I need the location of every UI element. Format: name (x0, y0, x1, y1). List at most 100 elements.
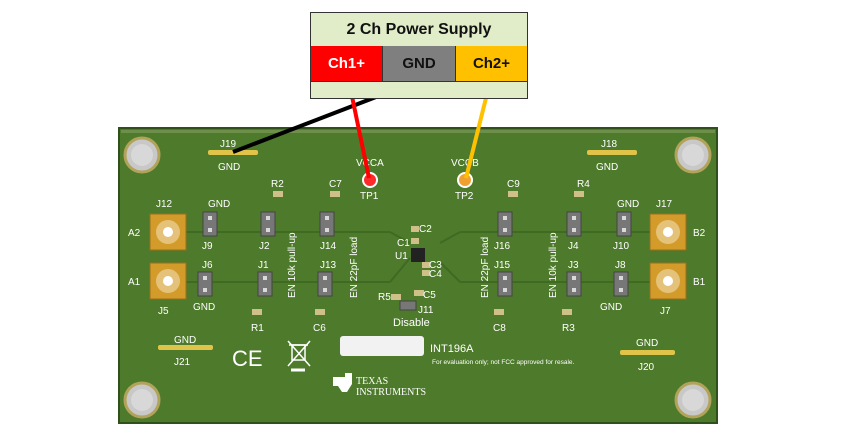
label-r4: R4 (577, 179, 590, 190)
label-j6-gnd: GND (193, 302, 215, 313)
smd-components (252, 191, 584, 315)
header-j11 (399, 300, 417, 311)
label-j14: J14 (320, 241, 337, 252)
label-j7: J7 (660, 306, 671, 317)
label-j19-gnd: GND (218, 162, 240, 173)
smd-c3 (422, 262, 430, 268)
label-c9: C9 (507, 179, 520, 190)
ch2-terminal: Ch2+ (456, 46, 527, 82)
smd-c6 (315, 309, 325, 315)
header-j1 (257, 271, 273, 297)
smd-c5 (414, 290, 424, 296)
header-j14 (319, 211, 335, 237)
smd-c7 (330, 191, 340, 197)
label-c7: C7 (329, 179, 342, 190)
label-j1: J1 (258, 260, 269, 271)
label-disable: Disable (393, 317, 430, 329)
label-en-load-right: EN 22pF load (480, 237, 491, 298)
label-j5: J5 (158, 306, 169, 317)
jumper-headers (197, 211, 632, 297)
power-supply-title: 2 Ch Power Supply (311, 13, 527, 47)
ch1-terminal: Ch1+ (311, 46, 383, 82)
label-c6: C6 (313, 323, 326, 334)
sma-j17 (649, 213, 687, 251)
header-pins (203, 216, 626, 292)
label-a1: A1 (128, 277, 141, 288)
label-c1: C1 (397, 238, 410, 249)
label-j21: J21 (174, 357, 191, 368)
gnd-terminal: GND (383, 46, 456, 82)
smd-c2 (411, 226, 419, 232)
label-tp2: TP2 (455, 191, 474, 202)
label-r3: R3 (562, 323, 575, 334)
smd-c8 (494, 309, 504, 315)
header-j8 (613, 271, 629, 297)
smd-c9 (508, 191, 518, 197)
label-vccb: VCCB (451, 158, 479, 169)
sma-connectors (149, 213, 687, 300)
board-name: INT196A (430, 343, 474, 355)
ce-mark: CE (232, 346, 263, 371)
smd-r2 (273, 191, 283, 197)
rotated-en-labels: EN 10k pull-up EN 22pF load EN 22pF load… (287, 232, 559, 298)
label-c4: C4 (429, 269, 442, 280)
label-j21-gnd: GND (174, 335, 196, 346)
silkscreen-labels: J19 GND J18 GND VCCA TP1 VCCB TP2 R2 C7 … (128, 139, 706, 373)
smd-r5 (391, 294, 401, 300)
label-j15: J15 (494, 260, 511, 271)
header-j10 (616, 211, 632, 237)
label-c8: C8 (493, 323, 506, 334)
label-a2: A2 (128, 228, 141, 239)
sma-j7 (649, 262, 687, 300)
testpoint-tp2 (457, 172, 473, 188)
header-j6 (197, 271, 213, 297)
header-j2 (260, 211, 276, 237)
label-c5: C5 (423, 290, 436, 301)
mounting-hole-br-inner (682, 389, 704, 411)
gnd-wire-j18 (587, 150, 637, 155)
board-edge-highlight (121, 130, 715, 133)
label-j6: J6 (202, 260, 213, 271)
sma-j12 (149, 213, 187, 251)
label-r2: R2 (271, 179, 284, 190)
smd-r4 (574, 191, 584, 197)
label-j9-gnd: GND (208, 199, 230, 210)
ti-logo-icon (333, 373, 352, 392)
gnd-wire-j20 (620, 350, 675, 355)
smd-c4 (422, 270, 430, 276)
label-j12: J12 (156, 199, 173, 210)
ti-logo-text-1: TEXAS (356, 376, 388, 387)
label-en-pullup-right: EN 10k pull-up (548, 232, 559, 298)
label-j20: J20 (638, 362, 655, 373)
label-r1: R1 (251, 323, 264, 334)
label-tp1: TP1 (360, 191, 379, 202)
label-en-pullup-left: EN 10k pull-up (287, 232, 298, 298)
label-j17: J17 (656, 199, 673, 210)
label-r5: R5 (378, 292, 391, 303)
label-j2: J2 (259, 241, 270, 252)
label-j3: J3 (568, 260, 579, 271)
mounting-hole-bl-inner (131, 389, 153, 411)
label-j10: J10 (613, 241, 630, 252)
label-j20-gnd: GND (636, 338, 658, 349)
label-j8-gnd: GND (600, 302, 622, 313)
header-j15 (497, 271, 513, 297)
header-j9 (202, 211, 218, 237)
label-b2: B2 (693, 228, 706, 239)
sma-j5 (149, 262, 187, 300)
label-c2: C2 (419, 224, 432, 235)
smd-r1 (252, 309, 262, 315)
label-en-load-left: EN 22pF load (349, 237, 360, 298)
mounting-holes (123, 136, 712, 419)
label-c3: C3 (429, 260, 442, 271)
header-j13 (317, 271, 333, 297)
gnd-wire-j21 (158, 345, 213, 350)
fcc-disclaimer: For evaluation only; not FCC approved fo… (432, 359, 575, 366)
label-j13: J13 (320, 260, 337, 271)
gnd-wire-j19 (208, 150, 258, 155)
label-j18: J18 (601, 139, 618, 150)
label-j19: J19 (220, 139, 237, 150)
label-j10-gnd: GND (617, 199, 639, 210)
